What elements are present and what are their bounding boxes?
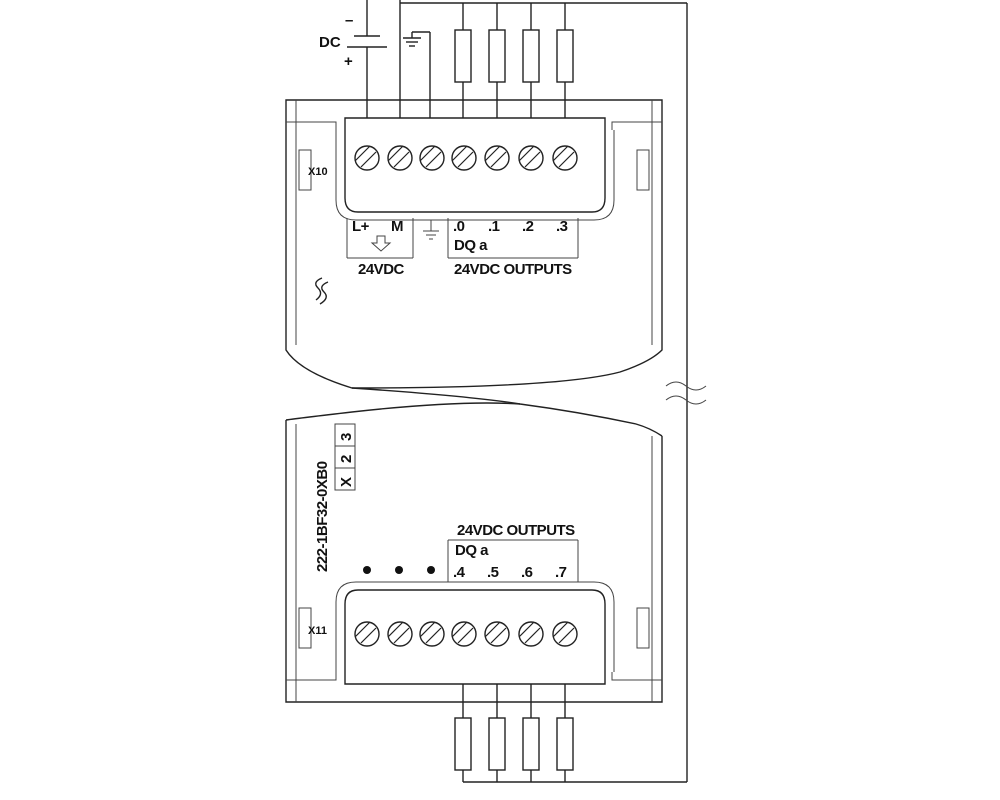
top-module-body (285, 99, 663, 389)
terminal-label-7: .7 (555, 564, 567, 581)
terminal-label-0: .0 (453, 218, 465, 235)
dc-label: DC (319, 34, 341, 51)
terminal-block-x10 (335, 117, 615, 221)
ground-symbol-icon (423, 220, 439, 240)
version-cell-2: 2 (338, 455, 355, 463)
screw-terminal-icon (552, 145, 578, 171)
ss-mark-icon (315, 277, 329, 305)
terminal-label-m: M (391, 218, 403, 235)
unused-terminal-dot (427, 566, 435, 574)
load-resistor-icon (454, 684, 472, 782)
minus-sign: – (345, 12, 353, 29)
version-cell-x: X (338, 477, 355, 487)
load-resistor-icon (522, 3, 540, 118)
outputs-label-bottom: 24VDC OUTPUTS (457, 522, 575, 539)
terminal-label-1: .1 (488, 218, 500, 235)
screw-terminal-icon (484, 621, 510, 647)
power-bracket (346, 218, 414, 259)
load-resistor-icon (488, 684, 506, 782)
bottom-module-body (285, 420, 663, 703)
screw-terminal-icon (451, 145, 477, 171)
terminal-block-x11 (335, 581, 615, 685)
outputs-bracket-top (447, 218, 579, 259)
screw-terminal-icon (451, 621, 477, 647)
screw-terminal-icon (387, 621, 413, 647)
screw-terminal-icon (484, 145, 510, 171)
order-number: 222-1BF32-0XB0 (314, 461, 331, 572)
unused-terminal-dot (363, 566, 371, 574)
screw-terminal-icon (518, 145, 544, 171)
ground-symbol-icon (403, 31, 431, 118)
group-label-top: DQ a (454, 237, 488, 254)
outputs-label-top: 24VDC OUTPUTS (454, 261, 572, 278)
terminal-label-lplus: L+ (352, 218, 370, 235)
screw-terminal-icon (419, 621, 445, 647)
outputs-bracket-bottom (447, 539, 579, 582)
terminal-label-6: .6 (521, 564, 533, 581)
break-line-icon (285, 381, 707, 437)
terminal-label-2: .2 (522, 218, 534, 235)
terminal-label-5: .5 (487, 564, 499, 581)
load-resistor-icon (454, 3, 472, 118)
dc-source-icon (347, 0, 387, 118)
load-resistor-icon (522, 684, 540, 782)
version-box (334, 423, 356, 491)
plus-sign: + (344, 53, 353, 70)
version-cell-3: 3 (338, 433, 355, 441)
screw-terminal-icon (354, 621, 380, 647)
terminal-label-4: .4 (453, 564, 466, 581)
connector-id-x11: X11 (308, 625, 327, 637)
power-label: 24VDC (358, 261, 405, 278)
screw-terminal-icon (387, 145, 413, 171)
unused-terminal-dot (395, 566, 403, 574)
screw-terminal-icon (518, 621, 544, 647)
arrow-down-icon (370, 235, 392, 252)
load-resistor-icon (556, 684, 574, 782)
terminal-label-3: .3 (556, 218, 568, 235)
load-resistor-icon (488, 3, 506, 118)
connector-id-x10: X10 (308, 166, 328, 178)
screw-terminal-icon (354, 145, 380, 171)
load-resistor-icon (556, 3, 574, 118)
screw-terminal-icon (419, 145, 445, 171)
screw-terminal-icon (552, 621, 578, 647)
group-label-bottom: DQ a (455, 542, 489, 559)
